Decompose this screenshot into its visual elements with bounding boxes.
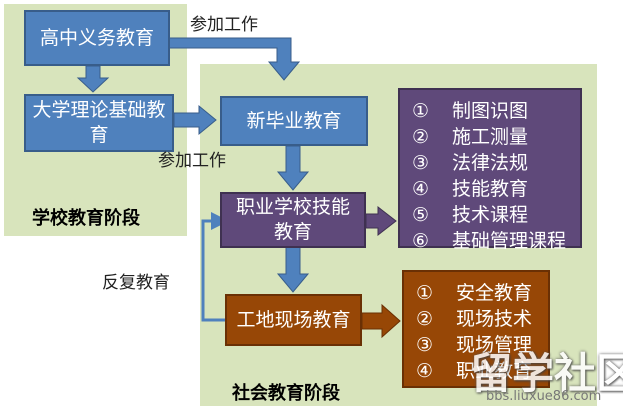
society-stage-label: 社会教育阶段 <box>232 383 340 404</box>
arrow-vocational-to-site <box>276 245 310 293</box>
school-stage-label: 学校教育阶段 <box>32 208 140 229</box>
arrow-repeat-loop <box>201 212 229 322</box>
arrow-site-to-topics <box>361 303 401 339</box>
vocational-label: 职业学校技能教育 <box>235 196 350 243</box>
arrow-newgrad-to-vocational <box>276 145 310 191</box>
new-graduate-box: 新毕业教育 <box>220 96 368 146</box>
work-mid-label: 参加工作 <box>158 151 226 171</box>
high-school-label: 高中义务教育 <box>39 26 154 49</box>
university-box: 大学理论基础教育 <box>24 94 174 152</box>
arrow-work-top <box>167 37 301 81</box>
arrow-vocational-to-topics <box>365 205 397 237</box>
new-graduate-label: 新毕业教育 <box>246 109 342 132</box>
watermark-url: bbs.liuxue86.com <box>486 389 602 404</box>
high-school-box: 高中义务教育 <box>24 10 170 66</box>
arrow-highschool-to-university <box>76 65 110 93</box>
repeat-education-label: 反复教育 <box>102 273 170 293</box>
arrow-work-mid <box>173 104 217 136</box>
watermark-logo: 留学社区 <box>470 349 623 398</box>
site-box: 工地现场教育 <box>225 294 362 346</box>
site-label: 工地现场教育 <box>236 308 351 331</box>
work-top-label: 参加工作 <box>190 15 258 35</box>
university-label: 大学理论基础教育 <box>32 99 166 146</box>
vocational-box: 职业学校技能教育 <box>220 192 366 248</box>
